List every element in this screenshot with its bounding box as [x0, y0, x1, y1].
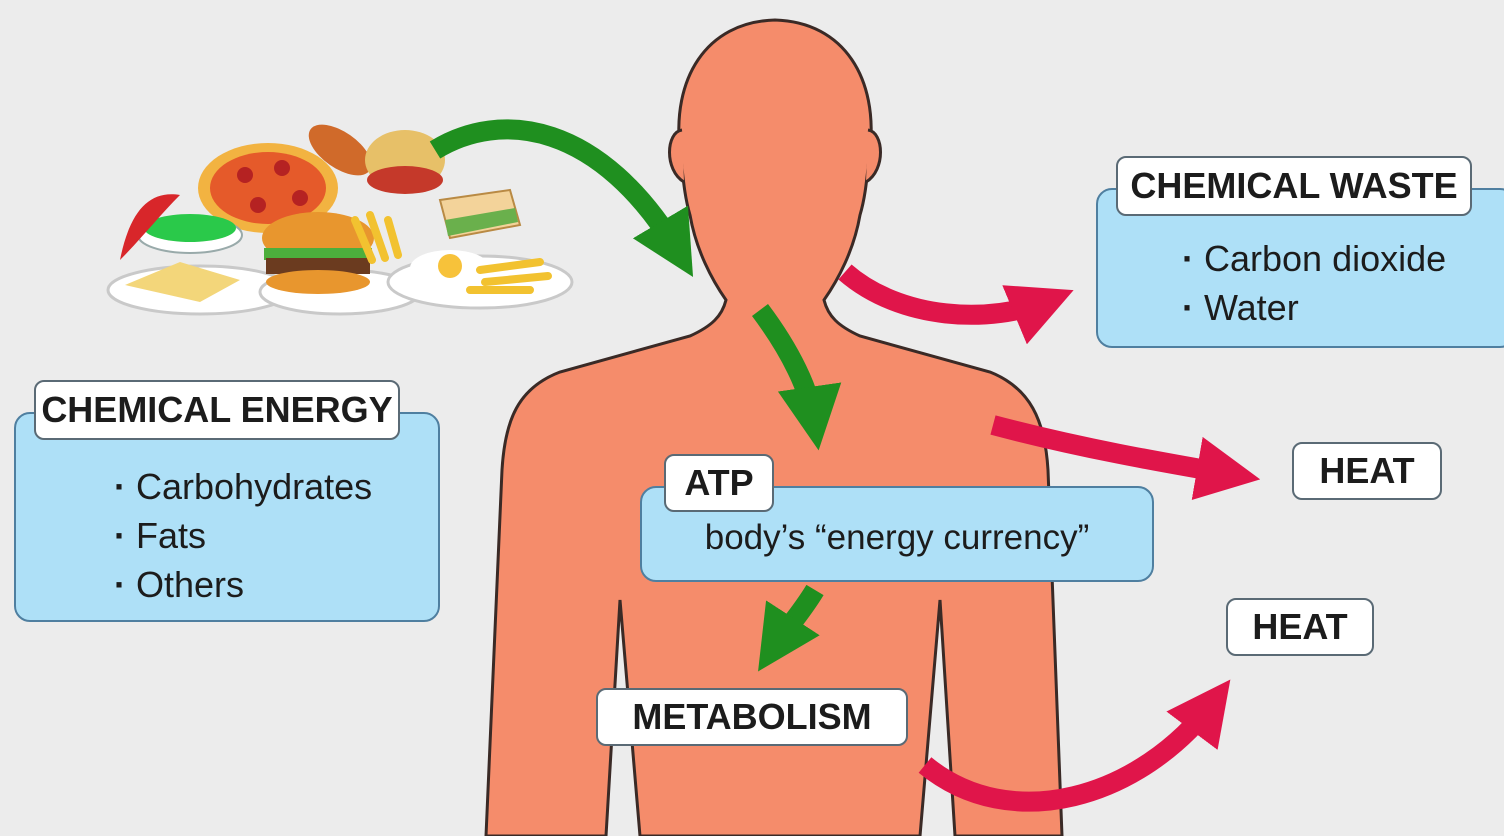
food-to-body-arrow — [435, 129, 680, 255]
right-ear — [866, 130, 881, 182]
atp-title: ATP — [664, 454, 774, 512]
heat-label-upper: HEAT — [1292, 442, 1442, 500]
list-item: ·Others — [114, 560, 372, 609]
food-platter-icon — [108, 115, 572, 314]
chemical-energy-panel: ·Carbohydrates ·Fats ·Others — [14, 412, 440, 622]
list-item: ·Water — [1182, 283, 1446, 332]
list-item: ·Carbon dioxide — [1182, 234, 1446, 283]
metabolism-label: METABOLISM — [596, 688, 908, 746]
chemical-waste-list: ·Carbon dioxide ·Water — [1182, 234, 1446, 332]
atp-subtitle: body’s “energy currency” — [642, 518, 1152, 558]
left-ear — [670, 130, 685, 182]
list-item: ·Carbohydrates — [114, 462, 372, 511]
list-item: ·Fats — [114, 511, 372, 560]
chemical-energy-title: CHEMICAL ENERGY — [34, 380, 400, 440]
to-waste-arrow — [845, 272, 1050, 315]
heat-label-lower: HEAT — [1226, 598, 1374, 656]
chemical-energy-list: ·Carbohydrates ·Fats ·Others — [114, 462, 372, 609]
chemical-waste-title: CHEMICAL WASTE — [1116, 156, 1472, 216]
